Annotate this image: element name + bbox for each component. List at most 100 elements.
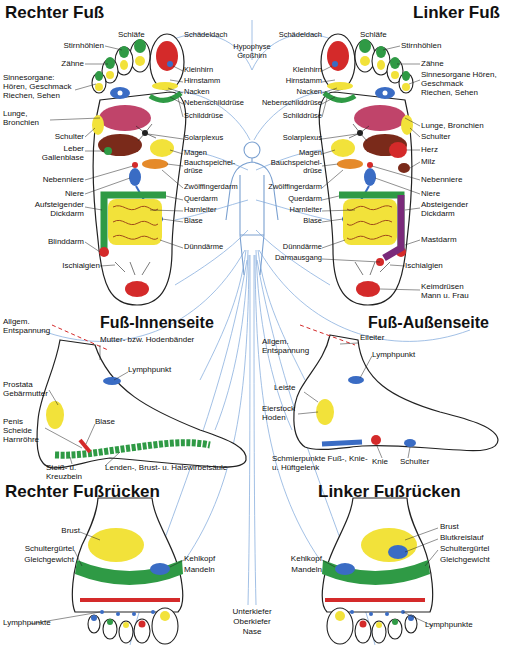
part-label: Harnleiter <box>184 206 217 214</box>
shoulder-zone <box>404 439 416 447</box>
part-label: Blase <box>303 217 322 225</box>
part-label: Schulter <box>400 458 429 467</box>
part-label: Schläfe <box>360 31 387 40</box>
part-label: Lymphpunkte <box>3 619 51 628</box>
nerve-lines <box>40 20 470 645</box>
nerve-line <box>256 230 330 285</box>
part-label: Schädeldach <box>279 31 322 39</box>
part-label: Blinddarm <box>48 238 84 247</box>
section-heading: Rechter Fuß <box>5 3 104 22</box>
part-label: Herz <box>421 146 438 155</box>
part-label: Nase <box>243 628 262 637</box>
part-label: Lunge, Bronchien <box>3 110 51 128</box>
part-label: Allgem. Entspannung <box>3 318 49 336</box>
part-label: Nebenschilddrüse <box>184 99 244 107</box>
part-label: Querdarm <box>288 195 322 203</box>
part-label: Solarplexus <box>184 134 223 142</box>
part-label: Oberkiefer <box>233 618 270 627</box>
part-label: Ischialgien <box>62 262 100 271</box>
part-label: Großhirn <box>237 52 267 60</box>
descending-colon-zone <box>384 195 401 258</box>
part-label: Steiß- u. Kreuzbein <box>46 464 90 482</box>
part-label: Mastdarm <box>421 236 457 245</box>
part-label: Dünndärme <box>184 243 223 251</box>
part-label: Hirnstamm <box>286 77 322 85</box>
part-label: Prostata Gebärmutter <box>3 381 51 399</box>
part-label: Gleichgewicht <box>440 556 490 565</box>
part-label: Schilddrüse <box>283 112 322 120</box>
part-label: Schulter <box>421 133 450 142</box>
leader-lines <box>30 46 438 626</box>
part-label: Aufsteigender Dickdarm <box>22 201 84 219</box>
part-label: Eierstock Hoden <box>262 405 302 423</box>
section-heading: Linker Fuß <box>413 3 500 22</box>
part-label: Lunge, Bronchien <box>421 122 484 131</box>
part-label: Harnleiter <box>289 206 322 214</box>
part-label: Leiste <box>274 384 295 393</box>
relaxation-line <box>300 325 355 345</box>
part-label: Nacken <box>297 88 322 96</box>
part-label: Kehlkopf <box>291 555 322 564</box>
lymph-zone <box>348 376 364 384</box>
part-label: Kehlkopf <box>184 555 215 564</box>
nerve-line <box>175 92 250 140</box>
lymph-zone <box>103 377 121 385</box>
figure-body <box>226 158 278 275</box>
part-label: Mutter- bzw. Hodenbänder <box>100 336 194 345</box>
part-label: Blase <box>184 217 203 225</box>
ovary-zone <box>316 399 334 425</box>
part-label: Hypophyse <box>233 43 271 51</box>
part-label: Allgem. Entspannung <box>262 338 308 356</box>
part-label: Lenden-, Brust- u. Halswirbelsäule <box>105 464 227 473</box>
part-label: Magen <box>184 149 207 157</box>
part-label: Brust <box>61 527 80 536</box>
part-label: Knie <box>372 458 388 467</box>
part-label: Lymphpunkt <box>128 366 171 375</box>
part-label: Sinnesorgane: Hören, Geschmack Riechen, … <box>3 74 75 101</box>
part-label: Niere <box>421 190 440 199</box>
part-label: Bauchspeichel- drüse <box>184 159 236 176</box>
section-heading: Rechter Fußrücken <box>5 482 160 501</box>
part-label: Solarplexus <box>283 134 322 142</box>
part-label: Absteigender Dickdarm <box>421 201 483 219</box>
heart-zone <box>389 142 407 158</box>
part-label: Schultergürtel <box>440 545 489 554</box>
relaxation-line <box>52 325 108 350</box>
part-label: Schädeldach <box>184 31 227 39</box>
sole-left-foot <box>319 34 413 305</box>
figure-head <box>244 142 260 158</box>
part-label: Dünndärme <box>283 243 322 251</box>
inner-side-foot <box>37 340 246 468</box>
part-label: Schulter <box>55 133 84 142</box>
part-label: Zwölffingerdarm <box>184 183 238 191</box>
nerve-line <box>254 92 330 140</box>
part-label: Zwölffingerdarm <box>268 183 322 191</box>
part-label: Lymphpunkt <box>372 351 415 360</box>
part-label: Bauchspeichel- drüse <box>270 159 322 176</box>
part-label: Hirnstamm <box>184 77 220 85</box>
part-label: Milz <box>421 158 435 167</box>
nerve-line <box>215 250 248 430</box>
joint-zone <box>322 442 362 444</box>
part-label: Mandeln <box>291 566 322 575</box>
nerve-line <box>254 255 256 605</box>
part-label: Mandeln <box>184 566 215 575</box>
part-label: Nebenniere <box>421 176 462 185</box>
part-label: Kleinhirn <box>293 66 322 74</box>
dorsum-left-foot <box>322 498 433 644</box>
part-label: Schultergürtel <box>25 545 74 554</box>
part-label: Gleichgewicht <box>24 556 74 565</box>
part-label: Blutkreislauf <box>440 534 484 543</box>
section-heading: Fuß-Innenseite <box>100 314 214 332</box>
part-label: Leber Gallenblase <box>34 145 84 163</box>
part-label: Keimdrüsen Mann u. Frau <box>421 283 481 301</box>
sole-right-foot <box>92 34 186 305</box>
part-label: Eileiter <box>360 334 384 343</box>
dorsum-right-foot <box>72 498 183 644</box>
part-label: Sinnesorgane Hören, Geschmack Riechen, S… <box>421 71 497 98</box>
nerve-line <box>175 230 248 285</box>
part-label: Ischialgien <box>405 262 443 271</box>
part-label: Schmierpunkte Fuß-, Knie- u. Hüftgelenk <box>272 455 372 473</box>
